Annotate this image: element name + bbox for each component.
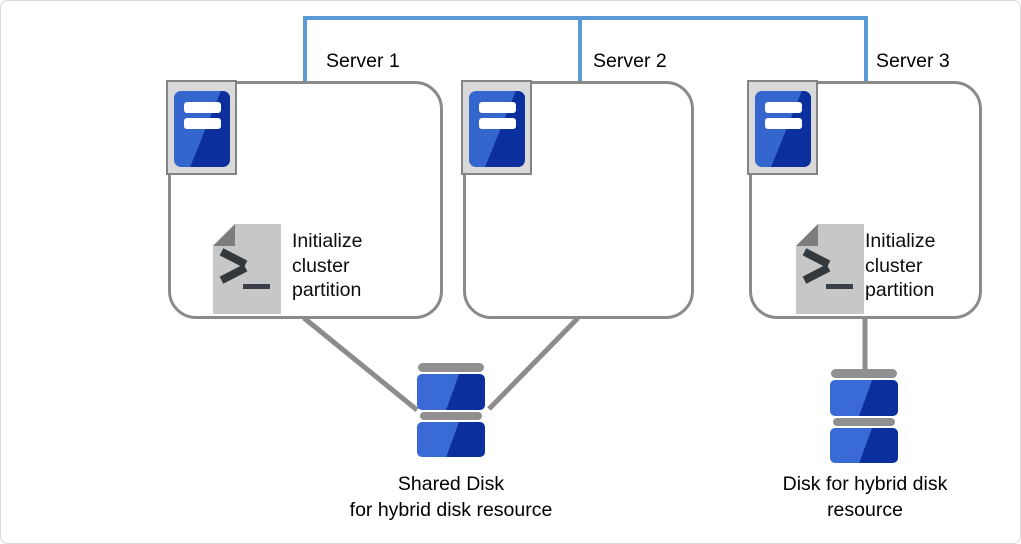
disk-cap (418, 363, 484, 372)
prompt-underscore (243, 284, 270, 289)
hybrid-disk-label: Disk for hybrid disk resource (782, 473, 948, 521)
server-tower-icon (166, 80, 237, 175)
server-tower-icon (747, 80, 818, 175)
disk-cap (833, 418, 895, 426)
disk-cap (420, 412, 482, 420)
disk-platter (417, 374, 485, 410)
server3-init-note: Initialize cluster partition (865, 230, 936, 301)
server-tower-body (469, 91, 525, 167)
server3-label: Server 3 (876, 50, 950, 72)
disk-platter (830, 380, 898, 416)
server-tower-icon (461, 80, 532, 175)
server-drive-slot (184, 118, 221, 129)
server2-label: Server 2 (593, 50, 667, 72)
disk-platter (830, 428, 898, 463)
disk-platter (417, 422, 485, 457)
server-drive-slot (479, 118, 516, 129)
network-interconnect-line (303, 16, 868, 81)
server1-label: Server 1 (326, 50, 400, 72)
server-drive-slot (479, 102, 516, 113)
server-drive-slot (765, 118, 802, 129)
server-drive-slot (184, 102, 221, 113)
connector-server2-shared-disk (487, 316, 580, 411)
prompt-underscore (826, 284, 853, 289)
server-tower-body (755, 91, 811, 167)
server-drive-slot (765, 102, 802, 113)
connector-server1-shared-disk (302, 316, 419, 412)
disk-stack-icon (830, 369, 898, 463)
script-file-icon (796, 224, 864, 314)
server-tower-body (174, 91, 230, 167)
server1-init-note: Initialize cluster partition (292, 230, 363, 301)
disk-stack-icon (417, 363, 485, 457)
script-file-icon (213, 224, 281, 314)
server2-box (463, 81, 694, 319)
script-file-fold (213, 224, 235, 246)
shared-disk-label: Shared Disk for hybrid disk resource (349, 473, 553, 521)
disk-cap (831, 369, 897, 378)
